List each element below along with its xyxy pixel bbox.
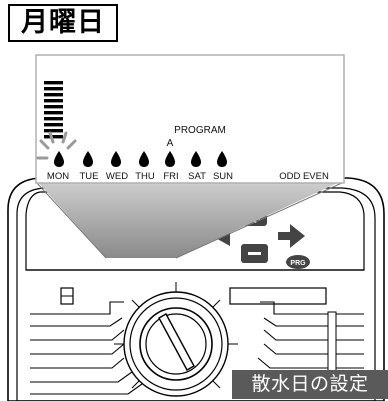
level-bar-indicator <box>44 81 63 139</box>
minus-button[interactable] <box>241 244 268 263</box>
zoom-callout-beam <box>36 180 344 258</box>
flash-marks <box>36 131 77 160</box>
water-drop-icon-sat <box>191 151 201 167</box>
enlarged-lcd-panel: PROGRAM A MON TUE WED THU FRI SAT SUN OD… <box>35 54 345 184</box>
program-value: A <box>167 138 174 149</box>
water-drop-icon-mon <box>54 151 64 167</box>
right-arrow-button[interactable] <box>278 224 305 248</box>
day-label-mon: MON <box>47 171 69 182</box>
water-drop-icon-sun <box>217 151 227 167</box>
day-label-tue: TUE <box>80 171 99 182</box>
program-label: PROGRAM <box>174 125 226 136</box>
caption-banner: 散水日の設定 <box>232 370 388 399</box>
day-label-odd-even: ODD EVEN <box>279 171 329 182</box>
water-drop-icon-fri <box>165 151 175 167</box>
day-label-sat: SAT <box>188 171 206 182</box>
day-label-wed: WED <box>106 171 128 182</box>
day-label-fri: FRI <box>163 171 178 182</box>
water-drop-icon-tue <box>83 151 93 167</box>
rotary-dial[interactable] <box>114 282 238 397</box>
day-label-box: 月曜日 <box>8 4 118 42</box>
day-label-thu: THU <box>135 171 155 182</box>
water-drop-icon-wed <box>111 151 121 167</box>
day-label-sun: SUN <box>213 171 233 182</box>
prg-badge-text: PRG <box>290 260 306 267</box>
water-drop-icon-thu <box>139 151 149 167</box>
prg-button[interactable]: PRG <box>286 255 310 269</box>
